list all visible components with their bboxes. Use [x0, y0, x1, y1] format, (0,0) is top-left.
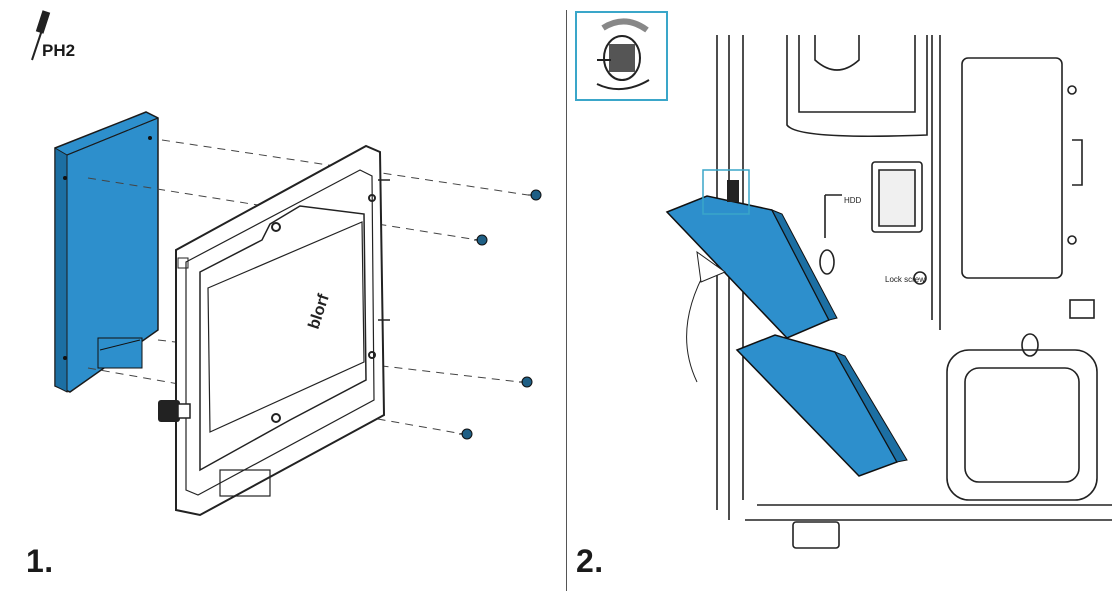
step-number-1: 1. — [26, 543, 54, 579]
ssd-drive — [54, 111, 159, 393]
tool-label: PH2 — [42, 41, 76, 60]
drive-tray-upper — [665, 195, 838, 339]
drive-tray-lower — [735, 334, 908, 477]
screwdriver-icon — [31, 10, 51, 61]
panel-divider — [566, 10, 567, 591]
lock-screw-label: Lock screw — [885, 275, 925, 284]
step-number-2: 2. — [576, 543, 604, 579]
tray-thumbscrew — [727, 180, 739, 202]
thumbscrew-rotate-icon — [575, 11, 668, 101]
mounting-bracket: blorf — [175, 144, 390, 517]
step-1-panel: blorf PH2 1. — [26, 10, 542, 579]
step-2-illustration: HDD Lock screw — [575, 11, 1112, 549]
step-2-panel: HDD Lock screw 2. — [567, 0, 1112, 591]
screw-icon — [459, 189, 542, 440]
thumbscrew-highlight — [702, 169, 750, 215]
step-1-illustration: blorf — [31, 10, 542, 517]
hdd-label: HDD — [844, 196, 862, 205]
thumbscrew — [158, 400, 191, 422]
up-arrow-icon — [679, 250, 727, 386]
